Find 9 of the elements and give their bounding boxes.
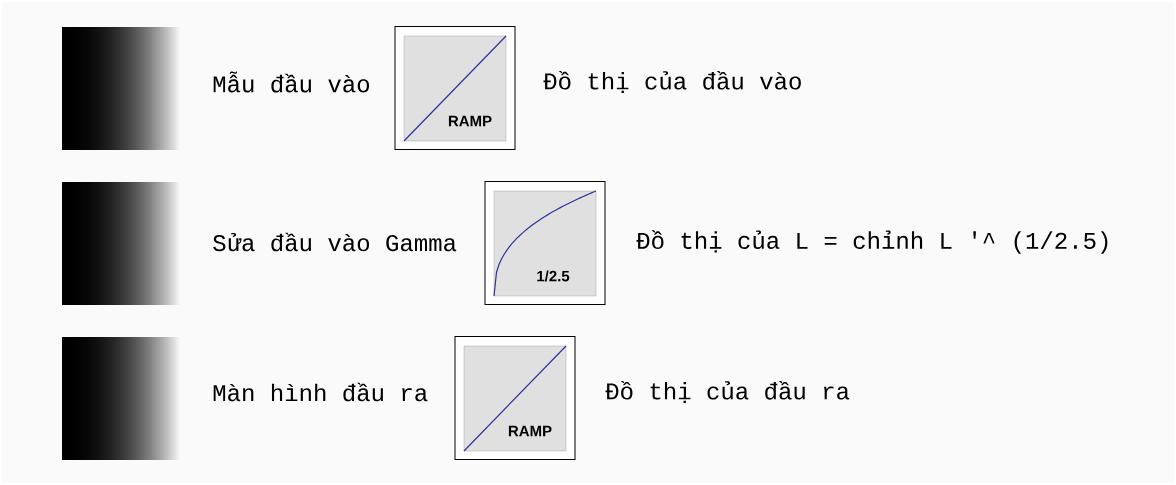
graph-box: RAMP bbox=[454, 336, 576, 460]
caption-text: Đồ thị của đầu vào bbox=[543, 70, 801, 94]
caption-text: Đồ thị của đầu ra bbox=[605, 380, 850, 404]
caption-text: Đồ thị của L = chỉnh L '^ (1/2.5) bbox=[636, 230, 1108, 254]
caption-text: Mẫu đầu vào bbox=[213, 71, 370, 93]
caption-text: Màn hình đầu ra bbox=[213, 382, 428, 402]
caption-text: Sửa đầu vào Gamma bbox=[213, 232, 457, 252]
graph-box: RAMP bbox=[394, 26, 516, 150]
graph-box: 1/2.5 bbox=[484, 181, 606, 305]
